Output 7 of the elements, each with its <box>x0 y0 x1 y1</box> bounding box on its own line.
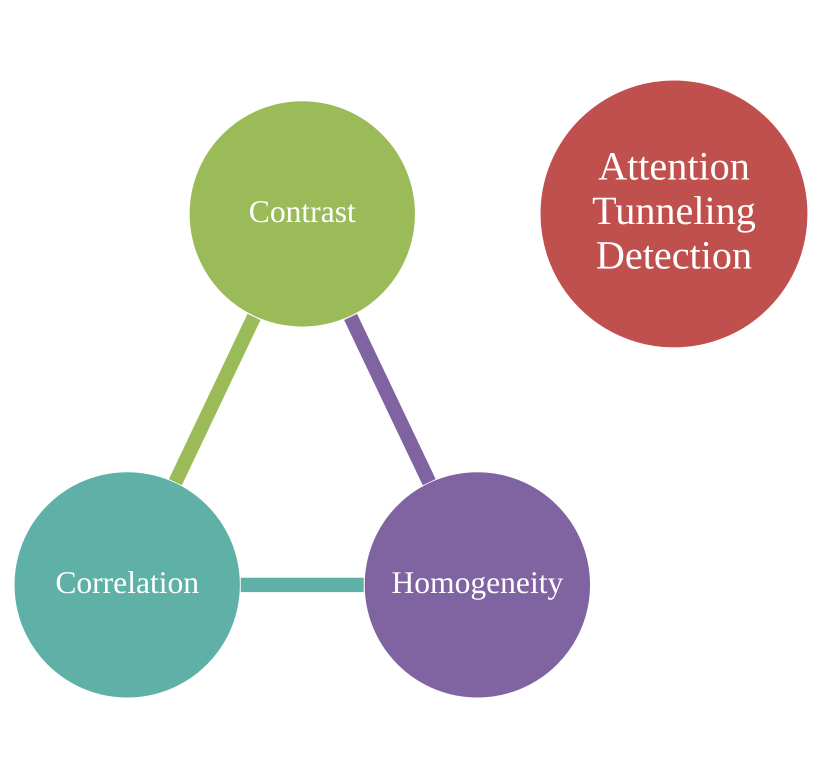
node-circle: Contrast <box>188 100 416 328</box>
node-circle: Homogeneity <box>363 470 592 699</box>
connector <box>344 314 436 486</box>
connector <box>240 578 364 592</box>
node-circle: Correlation <box>13 470 242 699</box>
connector <box>168 314 260 486</box>
node-circle: Attention Tunneling Detection <box>539 79 809 349</box>
